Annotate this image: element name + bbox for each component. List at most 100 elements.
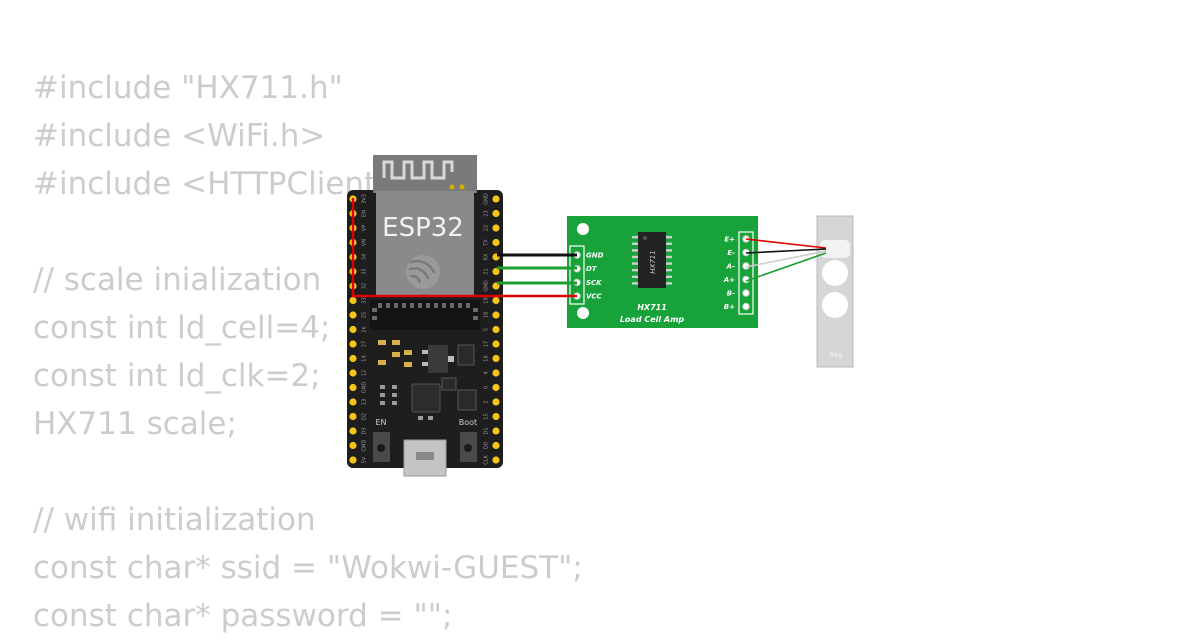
esp32-pin-right[interactable] [492, 267, 500, 276]
hx711-pin-label: E- [727, 249, 735, 257]
chip-leg [666, 236, 672, 239]
code-line: const char* ssid = "Wokwi-GUEST"; [33, 550, 583, 586]
esp32-pin-left[interactable] [349, 398, 357, 406]
esp32-pin-label: 3V3 [362, 194, 368, 204]
code-line: const int ld_clk=2; [33, 358, 321, 394]
esp32-pin-right[interactable] [492, 296, 500, 305]
hx711-pin-label: SCK [586, 279, 602, 287]
hx711-board-sublabel: Load Cell Amp [620, 315, 685, 324]
esp32-pin-label: 12 [362, 370, 368, 376]
esp32-pin-right[interactable] [492, 427, 500, 435]
wire-hx-a-minus-to-cell[interactable] [745, 250, 827, 268]
hx711-pin-label: A+ [723, 276, 735, 284]
esp32-pin-right[interactable] [492, 369, 500, 377]
esp32-pin-label: GND [362, 382, 368, 394]
esp32-pin-right[interactable] [492, 456, 500, 464]
hx711-pin-label: E+ [724, 236, 735, 244]
esp32-pin-left[interactable] [349, 340, 357, 348]
esp32-pin-right[interactable] [492, 412, 500, 421]
boot-button[interactable] [460, 432, 477, 462]
esp32-board[interactable]: ESP32 [347, 155, 503, 477]
esp32-pin-left[interactable] [349, 354, 357, 363]
esp32-pin-right[interactable] [492, 398, 500, 406]
esp32-pin-left[interactable] [349, 456, 357, 464]
esp32-pin-label: 21 [484, 268, 490, 274]
hx711-pin-label: B+ [724, 303, 735, 311]
esp32-pin-right[interactable] [492, 340, 500, 348]
esp32-pin-label: 23 [484, 210, 490, 216]
wire-esp-3v3-to-hx-vcc[interactable] [351, 198, 577, 298]
en-button[interactable] [373, 432, 390, 462]
esp32-pin-label: GND [484, 280, 490, 292]
chip-leg [632, 242, 638, 245]
chip-leg [666, 262, 672, 265]
esp32-pin-left[interactable] [349, 441, 357, 450]
esp32-pin-left[interactable] [349, 427, 357, 435]
esp32-pin-label: D1 [484, 427, 490, 434]
esp32-pin-right[interactable] [492, 354, 500, 363]
esp32-pin-label: 15 [484, 413, 490, 419]
code-line: #include "HX711.h" [33, 70, 343, 106]
hx711-chip-label: HX711 [649, 250, 657, 273]
esp32-pin-label: D3 [362, 427, 368, 434]
esp32-pin-right[interactable] [492, 383, 500, 392]
esp32-pin-label: 5V [362, 456, 368, 463]
esp32-pin-label: 14 [362, 355, 368, 361]
esp32-pin-right[interactable] [492, 441, 500, 450]
esp32-pin-right[interactable] [492, 195, 500, 203]
wire-hx-a-plus-to-cell[interactable] [745, 252, 827, 282]
boot-button-label: Boot [459, 418, 477, 427]
wire-hx-e-plus-to-cell[interactable] [745, 238, 827, 249]
esp32-pin-label: TX [484, 239, 490, 247]
chip-leg [632, 275, 638, 278]
hx711-pin-label: VCC [586, 293, 603, 301]
esp32-pin-label: 35 [362, 268, 368, 274]
esp32-pin-left[interactable] [349, 311, 357, 319]
voltage-regulator [428, 345, 448, 373]
esp32-pin-left[interactable] [349, 296, 357, 305]
micro-usb-port[interactable] [403, 439, 447, 477]
esp32-pin-label: 33 [362, 297, 368, 303]
mount-hole [577, 223, 589, 235]
esp32-pin-left[interactable] [349, 369, 357, 377]
esp32-pin-label: 26 [362, 326, 368, 332]
hx711-board-label: HX711 [637, 303, 667, 312]
esp32-pin-right[interactable] [492, 325, 500, 334]
chip-leg [666, 249, 672, 252]
esp32-pin-label: 0 [484, 386, 490, 389]
esp32-pin-left[interactable] [349, 383, 357, 392]
esp32-pin-label: 32 [362, 283, 368, 289]
esp32-pin-label: 34 [362, 254, 368, 260]
usb-uart-chip [411, 383, 441, 413]
esp32-pin-label: EN [362, 210, 368, 217]
esp32-pin-label: GND [484, 193, 490, 205]
esp32-pin-label: 25 [362, 312, 368, 318]
hx711-board[interactable]: HX711 HX711 Load Cell Amp GND DT SCK VCC E+… [567, 216, 758, 328]
esp32-pin-right[interactable] [492, 209, 500, 218]
esp32-pin-right[interactable] [492, 238, 500, 247]
hx711-pin[interactable] [742, 302, 750, 311]
wire-hx-e-minus-to-cell[interactable] [745, 248, 827, 254]
esp32-pin-label: 13 [362, 399, 368, 405]
espressif-logo-icon [406, 255, 440, 289]
esp32-pin-right[interactable] [492, 311, 500, 319]
load-cell[interactable]: 5kg [816, 215, 854, 368]
mount-hole [577, 307, 589, 319]
chip-leg [632, 262, 638, 265]
hx711-pin-label: GND [586, 252, 604, 260]
chip-leg [666, 275, 672, 278]
esp32-pin-left[interactable] [349, 325, 357, 334]
esp32-pin-right[interactable] [492, 224, 500, 232]
esp32-pin-left[interactable] [349, 412, 357, 421]
chip-leg [666, 255, 672, 259]
hx711-pin[interactable] [742, 289, 750, 297]
code-line: HX711 scale; [33, 406, 237, 442]
chip-leg [632, 249, 638, 252]
esp32-pin-label: RX [484, 253, 490, 260]
esp32-pin-label: D2 [362, 413, 368, 420]
hx711-pin-label: DT [586, 265, 598, 273]
load-cell-label: 5kg [830, 351, 843, 359]
esp32-pin-label: 4 [484, 371, 490, 374]
esp32-pin-label: 16 [484, 355, 490, 361]
